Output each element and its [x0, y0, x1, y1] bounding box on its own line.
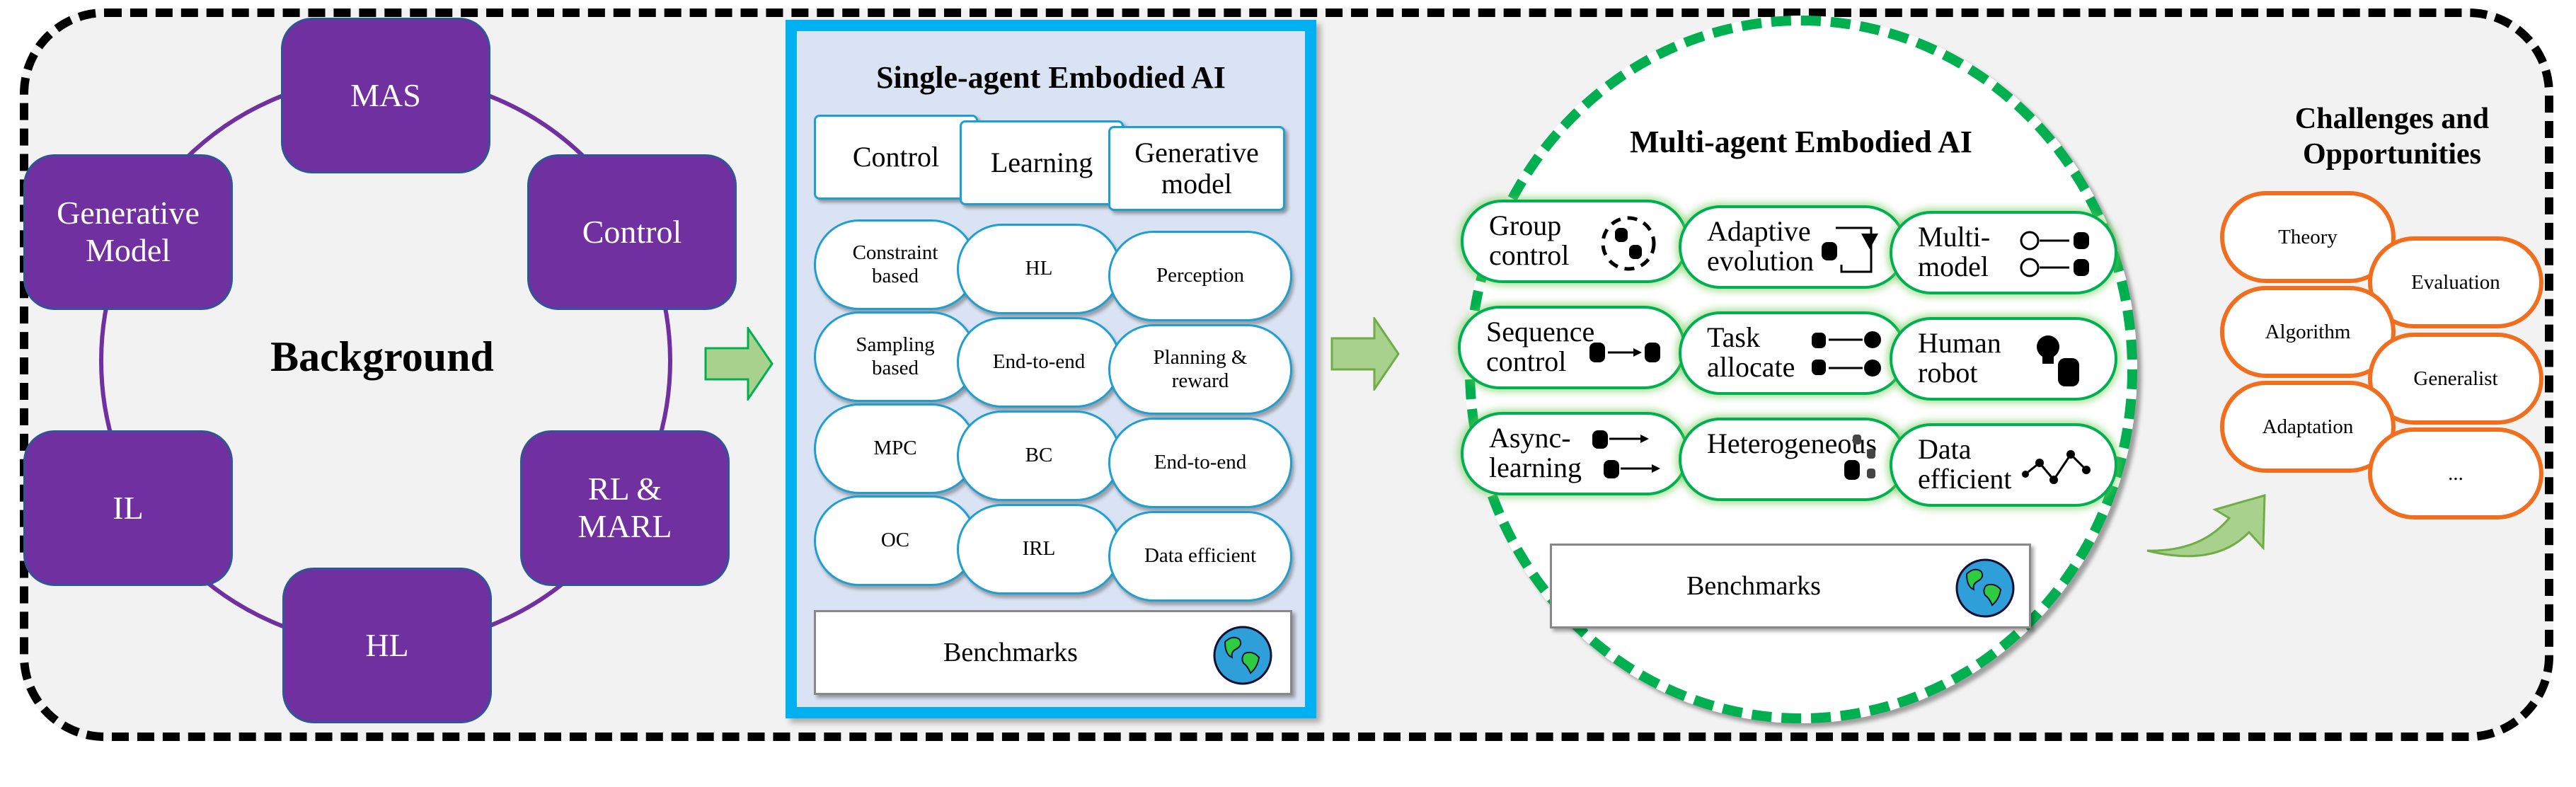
- multi-benchmarks: Benchmarks: [1550, 544, 2031, 628]
- challenge-item: Theory: [2220, 191, 2396, 283]
- arrow-right-icon: [1330, 317, 1400, 391]
- multi-item-adaptive-evolution: Adaptive evolution: [1679, 205, 1907, 289]
- single-agent-title: Single-agent Embodied AI: [876, 60, 1226, 95]
- challenges-title: Challenges and Opportunities: [2294, 103, 2490, 171]
- single-item: Constraint based: [814, 219, 977, 310]
- single-item: BC: [957, 410, 1121, 501]
- multi-item-heterogeneous: Heterogeneous: [1679, 418, 1907, 501]
- single-item: End-to-end: [957, 317, 1121, 408]
- heterogeneous-robots-icon: [1844, 435, 1875, 480]
- challenge-item: ...: [2368, 427, 2543, 519]
- multi-item-data-efficient: Data efficient: [1890, 423, 2117, 507]
- single-agent-panel: Single-agent Embodied AI Control Learnin…: [786, 20, 1316, 718]
- multi-item-async-learning: Async-learning: [1461, 412, 1689, 495]
- background-node-generative-model: Generative Model: [23, 154, 233, 310]
- background-node-mas: MAS: [281, 18, 490, 173]
- single-item: HL: [957, 224, 1121, 314]
- background-node-hl: HL: [282, 568, 492, 723]
- background-node-rl-marl: RL & MARL: [520, 430, 730, 586]
- single-item: Data efficient: [1108, 511, 1292, 602]
- single-col-header-learning: Learning: [960, 120, 1124, 205]
- multi-item-multi-model: Multi-model: [1890, 211, 2117, 294]
- multi-agent-title: Multi-agent Embodied AI: [1629, 125, 1973, 159]
- single-item: OC: [814, 495, 977, 586]
- multi-item-task-allocate: Task allocate: [1679, 311, 1907, 395]
- single-item: End-to-end: [1108, 418, 1292, 508]
- challenge-item: Algorithm: [2220, 286, 2396, 378]
- single-benchmarks: Benchmarks: [814, 610, 1292, 695]
- globe-icon: [1955, 558, 2015, 618]
- globe-icon: [1213, 626, 1272, 685]
- llm-to-robot-icon: [2020, 231, 2089, 277]
- feedback-loop-icon: [1822, 226, 1878, 273]
- single-item: Planning & reward: [1108, 324, 1292, 415]
- background-node-il: IL: [23, 430, 233, 586]
- single-col-header-generative-model: Generative model: [1108, 126, 1285, 211]
- challenge-item: Adaptation: [2220, 381, 2396, 473]
- single-item: Perception: [1108, 231, 1292, 321]
- multi-item-group-control: Group control: [1461, 200, 1689, 283]
- task-allocation-icon: [1812, 331, 1881, 377]
- challenge-item: Evaluation: [2368, 236, 2543, 328]
- curved-arrow-icon: [2146, 493, 2266, 558]
- single-item: MPC: [814, 403, 977, 494]
- single-item: Sampling based: [814, 311, 977, 402]
- background-node-control: Control: [527, 154, 737, 310]
- multi-item-sequence-control: Sequence control: [1458, 306, 1686, 389]
- data-curve-icon: [2022, 450, 2091, 484]
- background-title: Background: [270, 333, 494, 380]
- robot-group-icon: [1601, 216, 1656, 271]
- single-col-header-control: Control: [814, 115, 978, 200]
- async-robots-icon: [1592, 430, 1660, 478]
- multi-item-human-robot: Human robot: [1890, 317, 2117, 401]
- human-robot-icon: [2037, 335, 2079, 386]
- single-item: IRL: [957, 504, 1121, 594]
- arrow-right-icon: [704, 327, 774, 401]
- robot-sequence-icon: [1589, 343, 1660, 362]
- challenge-item: Generalist: [2368, 333, 2543, 425]
